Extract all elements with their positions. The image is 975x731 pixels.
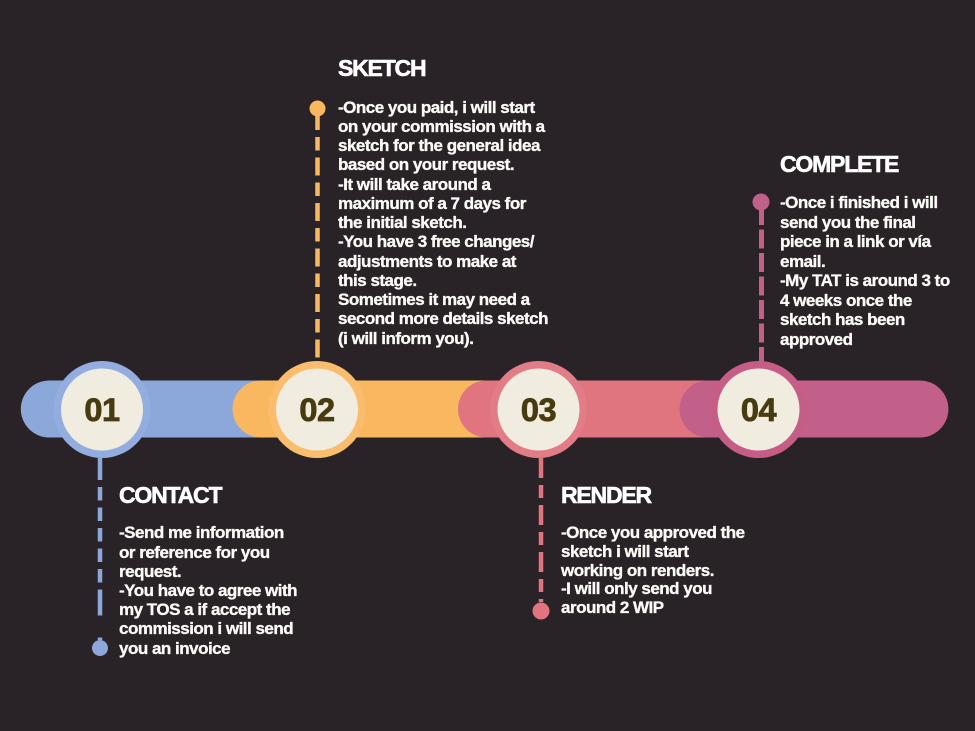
svg-text:02: 02 — [299, 392, 334, 428]
svg-text:01: 01 — [84, 392, 120, 428]
svg-text:03: 03 — [521, 392, 556, 428]
svg-text:04: 04 — [741, 392, 777, 428]
